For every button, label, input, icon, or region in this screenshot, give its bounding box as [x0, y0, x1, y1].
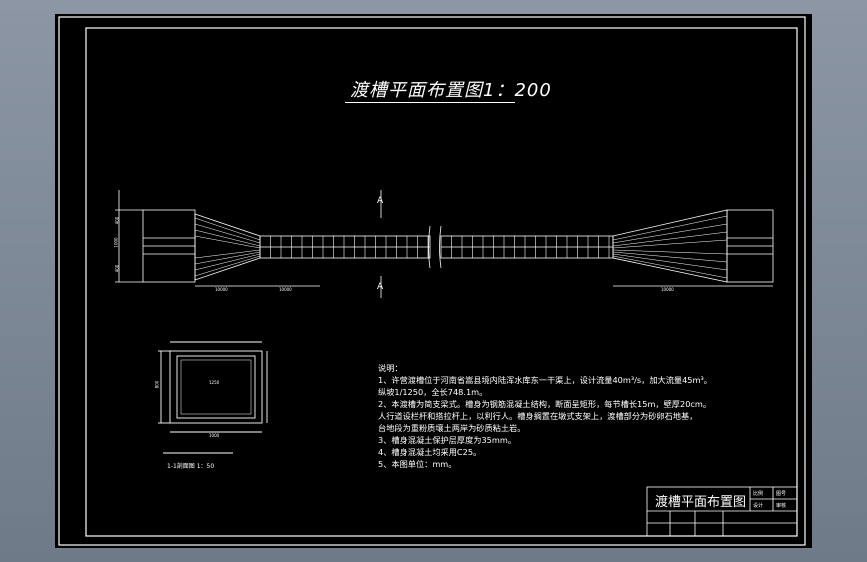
- dim-outlet: 10000: [661, 287, 674, 292]
- dim-width-top: 400: [114, 216, 120, 225]
- outer-border: [58, 16, 806, 546]
- title-block-cell: 图号: [776, 491, 787, 497]
- section-mark-bottom: A: [377, 282, 384, 292]
- dim-section-width: 1000: [209, 433, 220, 438]
- notes-heading: 说明：: [378, 363, 403, 373]
- title-block-cell: 比例: [753, 491, 764, 497]
- note-line: 1、许营渡槽位于河南省嵩县境内陆浑水库东一干渠上，设计流量40m³/s，加大流量…: [378, 375, 712, 385]
- note-line: 5、本图单位：mm。: [378, 459, 457, 469]
- title-underline: [345, 102, 515, 103]
- notes: 说明： 1、许营渡槽位于河南省嵩县境内陆浑水库东一干渠上，设计流量40m³/s，…: [378, 362, 712, 470]
- drawing-title: 渡槽平面布置图1：200: [350, 80, 552, 101]
- drawing-canvas: [58, 16, 806, 546]
- title-block-cell: 审核: [776, 503, 787, 509]
- note-line: 3、槽身混凝土保护层厚度为35mm。: [378, 435, 517, 445]
- note-line: 纵坡1/1250，全长748.1m。: [378, 387, 488, 397]
- drawing-sheet: 渡槽平面布置图1：200 A A 10000 10000 10000 400 1…: [55, 14, 812, 548]
- section-mark-top: A: [377, 196, 384, 206]
- trough-grid: [270, 236, 610, 258]
- dim-inlet: 10000: [215, 287, 228, 292]
- note-line: 2、本渡槽为简支梁式。槽身为钢筋混凝土结构，断面呈矩形，每节槽长15m，壁厚20…: [378, 399, 712, 409]
- dim-width-mid: 1000: [113, 237, 119, 248]
- dim-width-bottom: 400: [114, 264, 120, 273]
- cross-section: [158, 341, 268, 454]
- plan-view: [115, 190, 774, 298]
- inner-border: [85, 27, 798, 537]
- title-block-cell: 设计: [753, 503, 764, 509]
- dim-section-inner: 1250: [209, 380, 220, 385]
- section-label: 1-1剖面图 1：50: [167, 463, 215, 470]
- note-line: 4、槽身混凝土均采用C25。: [378, 447, 482, 457]
- dim-section-height: 800: [154, 380, 160, 389]
- title-block: [646, 486, 798, 537]
- dim-transition: 10000: [279, 287, 292, 292]
- title-block-name: 渡槽平面布置图: [655, 495, 747, 510]
- note-line: 人行道设栏杆和搭拉杆上，以利行人。槽身搁置在墩式支架上，渡槽部分为砂卵石地基，: [378, 411, 698, 421]
- note-line: 台地段为重粉质壤土两岸为砂质粘土岩。: [378, 423, 526, 433]
